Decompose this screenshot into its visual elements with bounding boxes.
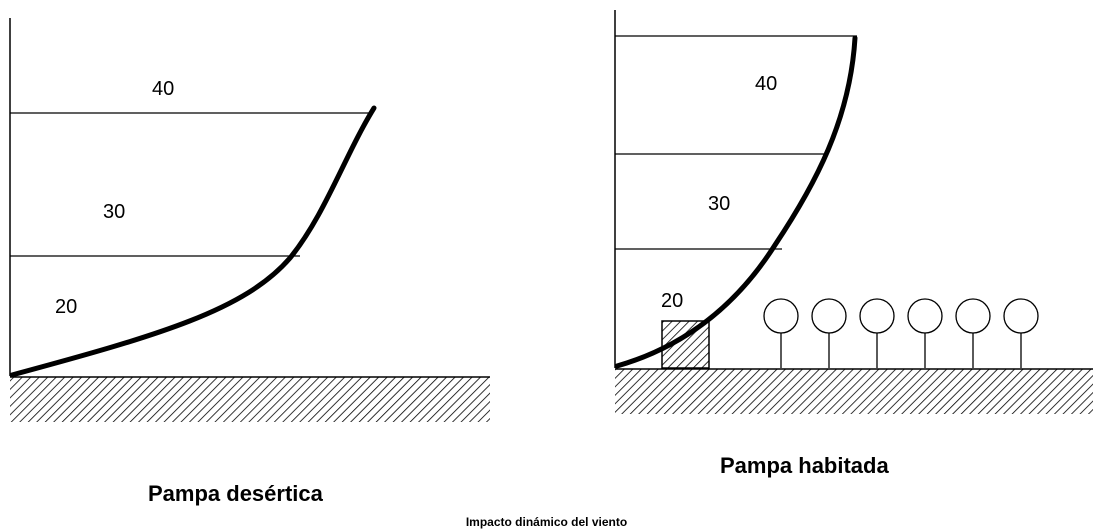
left-panel-caption: Pampa desértica	[148, 481, 323, 506]
right-wind-profile-curve	[614, 35, 858, 369]
tree	[859, 298, 895, 368]
left-level-label-20: 20	[55, 296, 77, 318]
left-ground-hatch	[10, 377, 490, 422]
right-level-label-20: 20	[661, 290, 683, 312]
left-level-label-40: 40	[152, 78, 174, 100]
left-wind-profile-curve	[9, 105, 377, 378]
right-panel: 40 30 20	[614, 10, 1093, 414]
tree	[955, 298, 991, 368]
right-ground-hatch	[615, 369, 1093, 414]
tree-row	[763, 298, 1039, 368]
tree	[1003, 298, 1039, 368]
left-level-label-30: 30	[103, 201, 125, 223]
right-panel-caption: Pampa habitada	[720, 453, 889, 478]
figure-caption: Impacto dinámico del viento	[465, 515, 628, 529]
right-level-label-40: 40	[755, 73, 777, 95]
building-block	[661, 320, 710, 369]
tree	[763, 298, 799, 368]
tree	[907, 298, 943, 368]
tree	[811, 298, 847, 368]
left-panel: 40 30 20	[9, 18, 490, 422]
right-level-label-30: 30	[708, 193, 730, 215]
